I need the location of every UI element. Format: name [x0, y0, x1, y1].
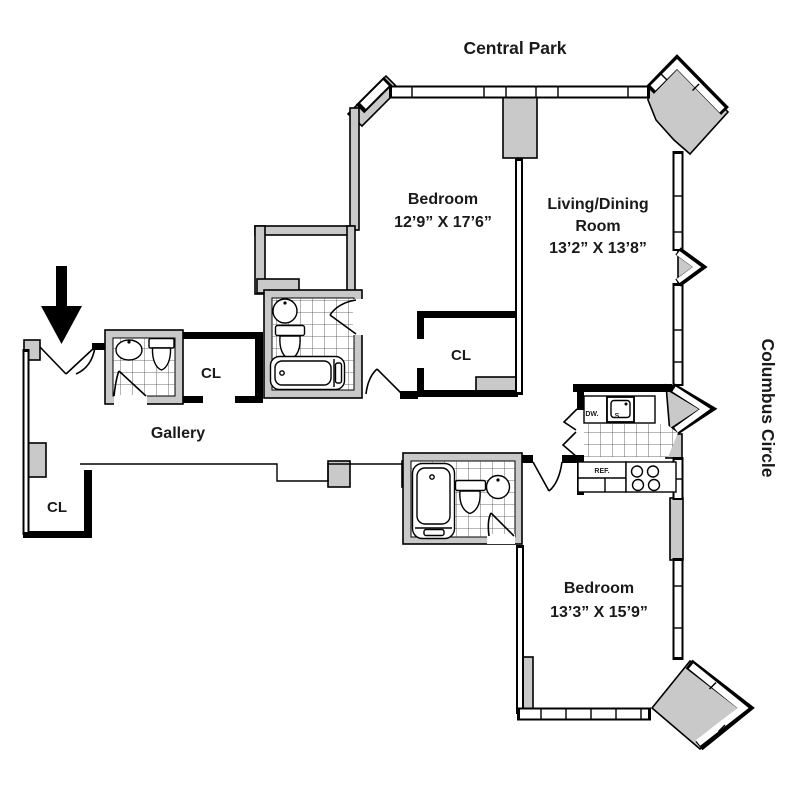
powder-toilet-bowl	[151, 347, 172, 371]
kitchen: DW. S REF.	[561, 395, 678, 493]
column-wall	[502, 95, 538, 159]
gallery-label: Gallery	[151, 425, 205, 442]
gallery-pier-1	[327, 460, 351, 488]
entry-arrow-icon	[41, 266, 82, 344]
closet-label-entry: CL	[47, 499, 67, 516]
bath-lower-toilet-bowl	[459, 490, 481, 515]
labels: Central Park Columbus Circle Bedroom 12’…	[47, 38, 778, 621]
living-dining-name-line1: Living/Dining	[547, 196, 648, 213]
bedroom-bottom-dimensions: 13’3” X 15’9”	[550, 604, 648, 621]
bedroom-top-dimensions: 12’9” X 17’6”	[394, 214, 492, 231]
kitchen-dishwasher-label: DW.	[585, 411, 598, 418]
kitchen-sink-label: S	[615, 413, 620, 420]
bath-upper-toilet-tank	[274, 324, 306, 337]
kitchen-bifold-door	[561, 408, 578, 458]
kitchen-refrigerator	[577, 461, 627, 493]
living-dining-dimensions: 13’2” X 13’8”	[549, 240, 647, 257]
columbus-circle-label: Columbus Circle	[758, 338, 778, 477]
powder-sink	[115, 339, 143, 361]
doors	[39, 346, 563, 492]
central-park-label: Central Park	[463, 38, 566, 58]
powder-toilet-tank	[148, 337, 175, 349]
bathroom-upper	[254, 225, 363, 399]
bedroom-bottom-name: Bedroom	[564, 580, 634, 597]
bath-lower-sink	[485, 474, 511, 500]
west-wall-jog	[27, 442, 47, 478]
entry-door	[39, 346, 96, 375]
bath-upper-sink	[272, 298, 298, 324]
closet-label-hall: CL	[201, 365, 221, 382]
closet2-notch	[475, 376, 519, 393]
bath-upper-door	[329, 314, 357, 335]
east-wall-pier	[669, 497, 684, 561]
powder-room	[104, 329, 184, 405]
core-walls	[22, 158, 524, 714]
bedroom-top-door	[376, 368, 403, 395]
bedroom-top-west-wall	[349, 107, 360, 231]
bath-lower-door	[490, 512, 515, 537]
bedroom-top-name: Bedroom	[408, 191, 478, 208]
closet-label-bedroom-top: CL	[451, 347, 471, 364]
bedroom-bottom-door	[532, 461, 550, 492]
bath-lower-tub	[411, 462, 456, 540]
kitchen-refrigerator-label: REF.	[594, 468, 609, 475]
living-dining-name-line2: Room	[575, 218, 620, 235]
bath-upper-tub	[269, 355, 346, 391]
bath-lower-toilet-tank	[454, 479, 487, 492]
windows	[355, 54, 755, 751]
bathroom-lower	[402, 452, 523, 545]
powder-door	[118, 370, 147, 397]
